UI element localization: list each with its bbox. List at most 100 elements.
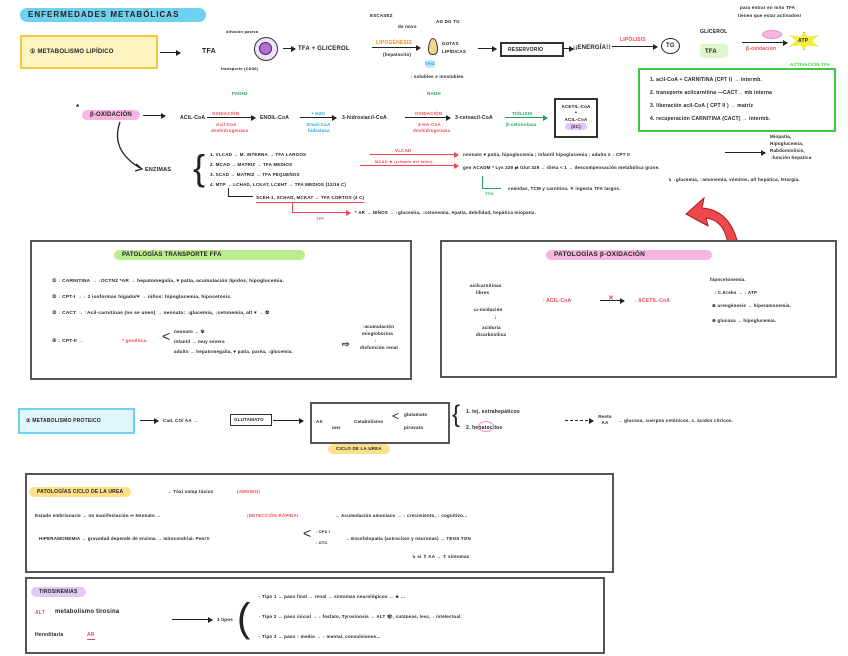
tyrosinemia-type: · Tipo 1 → paso final → renal → síntomas… <box>259 594 406 599</box>
hepatocyte-label: (hepatocito) <box>383 52 412 57</box>
transport-label: transporte (CD36) <box>221 66 259 71</box>
urea-line1b: → Acumulación amoniaco → ↓ crecimiento, … <box>335 513 468 518</box>
ammonia-label: (AMONIO) <box>237 489 261 494</box>
ketoacyl-coa: 3-cetoacil-CoA <box>455 115 493 121</box>
rest-result: → glucosa, cuerpos cetónicos, c. ácidos … <box>618 418 734 423</box>
mtp-branch <box>228 188 253 197</box>
tyrosinemia-box: TIROSINEMIAS ALT metabolismo tirosina He… <box>25 577 605 654</box>
brace: ( <box>237 596 251 640</box>
tg-circle: TG <box>661 38 680 54</box>
activation-step: 3. liberación acil-CoA ( CPT II ) → matr… <box>650 103 754 109</box>
vlcad-arrow <box>370 151 459 158</box>
urea-enzyme: ↓ OTC <box>315 540 328 545</box>
lipid-metabolism-label: ① METABOLISMO LIPÍDICO <box>30 49 114 55</box>
beta-result: ↓ C.Krebs → ↓ ATP <box>714 290 758 295</box>
tag-label: TAG <box>425 60 435 68</box>
nh3-label: NH3 <box>332 425 341 430</box>
asterisk: * <box>76 103 80 112</box>
nadh-label: NADH <box>427 91 441 96</box>
enzyme-1: Acil-CoA <box>216 122 237 127</box>
branch-less: < <box>392 409 400 423</box>
transport-item: ② ↓ CPT-I → ↓ 2 isoformas hígado/♥ → niñ… <box>52 295 232 300</box>
reservoir-box: RESERVORIO <box>500 42 564 57</box>
page-title: ENFERMEDADES METABÓLICAS <box>20 8 206 22</box>
arrow <box>143 112 166 119</box>
transport-pathologies-title: PATOLOGÍAS TRANSPORTE FFA <box>114 250 305 260</box>
tfa-label: TFA <box>202 48 216 55</box>
passive-diffusion-label: difusión pasiva <box>226 29 259 34</box>
enzymes-label: ENZIMAS <box>145 167 172 173</box>
arrow <box>725 149 766 156</box>
urea-cycle-label: CICLO DE LA UREA <box>328 444 390 454</box>
activation-step: 1. acil-CoA + CARNITINA (CPT I) → interm… <box>650 77 763 83</box>
aa-label: AA <box>316 419 323 424</box>
enzyme-3b: deshidrogenasa <box>413 128 451 133</box>
arrow <box>273 417 304 424</box>
cpt2-subtype: infantil → muy severa <box>174 339 225 344</box>
blocked-arrow <box>600 297 625 304</box>
soluble-label: ↑ solubles e insolubles <box>410 74 464 79</box>
protein-metabolism-label: ② METABOLISMO PROTEICO <box>26 418 101 424</box>
protein-metabolism-box: ② METABOLISMO PROTEICO <box>18 408 135 434</box>
arrow <box>207 114 256 121</box>
cpt2-result: miogloburina <box>362 331 393 336</box>
activation-box: 1. acil-CoA + CARNITINA (CPT I) → interm… <box>638 68 836 132</box>
enzyme-1b: deshidrogenasa <box>211 128 249 133</box>
types-label: 3 tipos <box>217 617 233 622</box>
adipocyte-drop-icon <box>428 38 438 55</box>
acyl-coa-up: ↑ ACIL-CoA <box>542 298 572 304</box>
scarcity-label: ESCASEZ <box>370 13 393 18</box>
oxidation-label-1: OXIDACIÓN <box>212 111 240 116</box>
enzyme-row: 1. VLCAD → M. INTERNA → TFA LARGOS <box>210 152 307 157</box>
rapid-detection: ¡DETECCIÓN RÁPIDA! <box>247 513 299 518</box>
enzyme-row: SCEH-1, SCHAD, MCKAT → TFA CORTOS (4 C) <box>256 194 365 203</box>
glycerol-label: GLICEROL <box>700 29 728 35</box>
cpt2-result: ↓ <box>374 338 377 343</box>
beta-result: ⊗ ureogénesis → hiperamonemia. <box>712 303 792 308</box>
down-arrow: ↓ <box>494 315 498 321</box>
acetyl-coa-down: ↓ ACETIL-CoA <box>634 298 671 304</box>
arrow <box>283 45 296 52</box>
urea-line2: HIPERAMONEMIA → gravedad depende de enzi… <box>39 536 210 541</box>
enzyme-row: 4. MTP → LCHAD, LCKAT, LCEHT → TFA MEDIO… <box>210 182 347 187</box>
vlcad-side: Miopatía, <box>770 134 792 139</box>
reservoir-label: RESERVORIO <box>508 47 544 53</box>
liver-icon <box>478 421 494 432</box>
transport-item: ③ ↓ CACT → ↑Acil-carnitinas (no se unen)… <box>52 311 270 316</box>
genetic-label: * genética <box>122 339 147 344</box>
tto-label: TTO <box>485 191 494 196</box>
products-box: ACETIL-CoA + ACIL-CoA (2C) <box>554 98 598 138</box>
mitochondria-icon <box>762 30 782 39</box>
beta-pathologies-box: PATOLOGÍAS β-OXIDACIÓN acilcarnitinas li… <box>440 240 837 378</box>
vlcad-side: ↓función hepática <box>770 155 812 160</box>
de-novo-label: de novo <box>398 24 417 29</box>
atp-label: ATP <box>798 38 809 44</box>
urea-line1: Estado embrionario → no manifestación ⇨ … <box>35 513 162 518</box>
energy-label: ¡¡ENERGÍA!! <box>573 45 611 51</box>
enzyme-2: Enoil-CoA <box>307 122 331 127</box>
activation-step: 4. recuperación CARNITINA (CACT) → inter… <box>650 116 771 122</box>
arrow <box>300 114 337 121</box>
block-x-icon: ✕ <box>608 295 615 302</box>
protein-step1: Cad. CO/ AA → <box>163 418 198 423</box>
thiolase-label: β-cetotiolasa <box>506 122 537 127</box>
tyrosinemia-type: · Tipo 2 → paso inicial → ↓ fosfato, Tyr… <box>259 614 462 619</box>
hydroxyacyl-coa: 3-hidroxiacil-CoA <box>342 115 387 121</box>
atp-star: ATP <box>790 32 818 50</box>
mcad-result: gen ACADM * Lys 329 ⇄ Glut 329 → dieta <… <box>463 165 660 170</box>
branch-less: < <box>303 525 312 541</box>
urea-enzyme: ↓ CPS I <box>315 529 330 534</box>
hollow-arrow: ⇨ <box>342 339 350 349</box>
transport-item: ① ↓ CARNITINA → ↓OCTN2 *AR → hepatomegal… <box>52 279 284 284</box>
tyrosine-metabolism: metabolismo tirosina <box>55 609 120 615</box>
thiolysis-label: TIÓLISIS <box>512 111 533 116</box>
urea-line3: ↳ si ⇧ AA → ⇧ síntomas <box>412 554 470 559</box>
urea-pathologies-title: PATOLOGÍAS CICLO DE LA UREA <box>29 487 132 497</box>
aciduria: dicarboxílica <box>476 332 507 337</box>
glutamate-label: GLUTAMATO <box>234 417 264 422</box>
lipogenesis-arrow <box>372 44 421 51</box>
acyl-coa-product: ACIL-CoA <box>564 117 588 122</box>
tto-text: comidas, TCM y carnitina. ✕ ingesta TFA … <box>508 186 621 191</box>
lipolysis-label: LIPÓLISIS <box>620 37 646 43</box>
mcad-tag: MCAD ★ (cribado del talón) <box>375 159 433 164</box>
